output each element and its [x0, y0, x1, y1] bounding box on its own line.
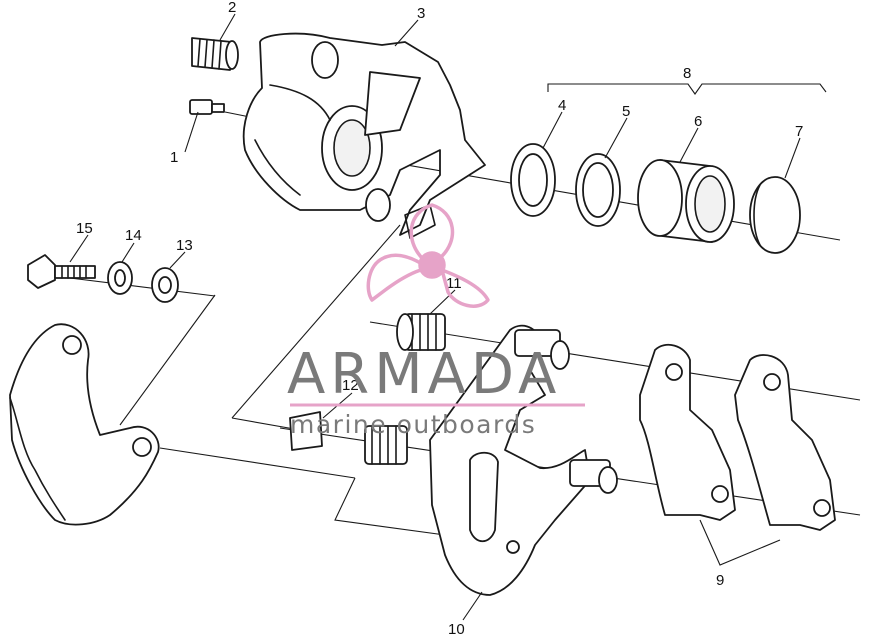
- callout-3: 3: [417, 5, 425, 22]
- callout-8: 8: [683, 65, 691, 82]
- callout-14: 14: [125, 227, 142, 244]
- bleed-screw: [189, 99, 225, 115]
- watermark-tagline: marine outboards: [290, 410, 536, 439]
- lock-washer: [107, 261, 133, 295]
- pin-bushing-lower: [289, 411, 408, 465]
- piston: [637, 159, 735, 243]
- callout-5: 5: [622, 103, 630, 120]
- brake-pads: [639, 343, 836, 531]
- threaded-plug: [191, 37, 239, 71]
- callout-labels: 1 2 3 4 5 6 7 8 9 10 11 12 13 14 15: [76, 0, 803, 638]
- mounting-bracket: [9, 323, 160, 526]
- callout-11: 11: [446, 275, 462, 292]
- piston-cap: [749, 176, 801, 254]
- flat-washer: [151, 267, 179, 303]
- callout-6: 6: [694, 113, 702, 130]
- callout-10: 10: [448, 621, 465, 638]
- callout-4: 4: [558, 97, 566, 114]
- callout-9: 9: [716, 572, 724, 589]
- piston-seal: [510, 143, 556, 217]
- callout-12: 12: [342, 377, 359, 394]
- pin-bushing: [396, 313, 446, 351]
- watermark: ARMADA marine outboards: [287, 203, 585, 439]
- group-bracket: [547, 83, 827, 95]
- bolt: [27, 254, 96, 289]
- dust-seal: [575, 153, 621, 227]
- callout-7: 7: [795, 123, 803, 140]
- callout-13: 13: [176, 237, 193, 254]
- propeller-logo-icon: [366, 203, 490, 308]
- callout-15: 15: [76, 220, 93, 237]
- callout-2: 2: [228, 0, 236, 16]
- watermark-brand: ARMADA: [287, 342, 561, 407]
- caliper-support: [429, 324, 618, 596]
- caliper-body: [242, 32, 486, 239]
- callout-1: 1: [170, 149, 178, 166]
